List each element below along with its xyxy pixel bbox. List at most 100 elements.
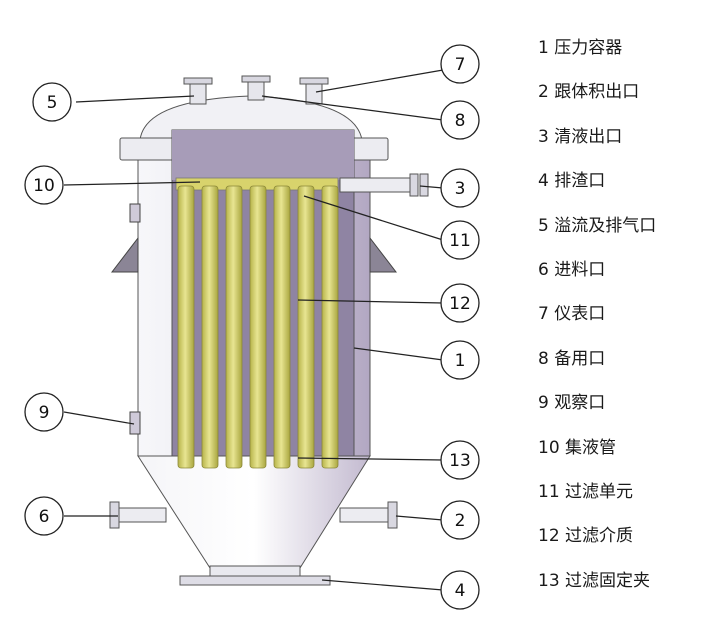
legend-item: 8 备用口 [538, 341, 698, 385]
callout-circle [440, 500, 480, 540]
callout-number: 9 [39, 403, 50, 423]
callout-circle [440, 44, 480, 84]
discharge-flange [179, 575, 331, 586]
filter-tube [273, 185, 291, 469]
legend-item: 4 排渣口 [538, 163, 698, 207]
callout-circle [440, 220, 480, 260]
legend-number: 10 [538, 437, 560, 458]
filter-tube [297, 185, 315, 469]
filter-tube [321, 185, 339, 469]
legend-text: 过滤固定夹 [565, 570, 651, 591]
legend-item: 12 过滤介质 [538, 518, 698, 562]
legend-number: 8 [538, 348, 549, 369]
callout-number: 5 [47, 93, 58, 113]
callout-5: 5 [32, 82, 72, 122]
legend-item: 1 压力容器 [538, 30, 698, 74]
legend-item: 10 集液管 [538, 430, 698, 474]
callout-9: 9 [24, 392, 64, 432]
callout-6: 6 [24, 496, 64, 536]
legend-item: 11 过滤单元 [538, 474, 698, 518]
vessel-cone [137, 455, 371, 569]
legend-text: 排渣口 [554, 171, 606, 192]
filter-elements [175, 177, 339, 469]
callout-number: 13 [449, 451, 471, 471]
callout-circle [440, 283, 480, 323]
callout-7: 7 [440, 44, 480, 84]
legend-text: 进料口 [554, 259, 606, 280]
legend-number: 4 [538, 171, 549, 192]
callout-circle [32, 82, 72, 122]
legend-number: 2 [538, 82, 549, 103]
callout-4: 4 [440, 570, 480, 610]
legend-number: 9 [538, 393, 549, 414]
legend-item: 5 溢流及排气口 [538, 208, 698, 252]
legend-text: 压力容器 [554, 38, 623, 58]
legend-text: 观察口 [554, 393, 606, 414]
top-nozzles [183, 75, 329, 105]
filter-tube [249, 185, 267, 469]
legend-item: 13 过滤固定夹 [538, 563, 698, 607]
legend-number: 11 [538, 481, 560, 502]
callout-circle [24, 392, 64, 432]
legend-text: 过滤单元 [565, 481, 634, 502]
filter-tube [225, 185, 243, 469]
legend-text: 清液出口 [554, 126, 623, 147]
legend-text: 集液管 [565, 437, 617, 458]
legend-number: 5 [538, 215, 549, 236]
callout-12: 12 [440, 283, 480, 323]
callout-1: 1 [440, 340, 480, 380]
callout-2: 2 [440, 500, 480, 540]
callout-circle [440, 340, 480, 380]
volume-outlet-pipe [339, 507, 391, 523]
callout-11: 11 [440, 220, 480, 260]
callout-number: 1 [455, 351, 466, 371]
clear-liquid-outlet-pipe [339, 177, 413, 193]
legend-number: 6 [538, 259, 549, 280]
legend-number: 12 [538, 526, 560, 547]
callout-3: 3 [440, 168, 480, 208]
callout-number: 12 [449, 294, 471, 314]
callout-8: 8 [440, 100, 480, 140]
callout-13: 13 [440, 440, 480, 480]
legend-item: 7 仪表口 [538, 296, 698, 340]
callout-circle [440, 440, 480, 480]
legend-number: 1 [538, 38, 549, 58]
legend-text: 仪表口 [554, 304, 606, 325]
callout-circle [440, 570, 480, 610]
callout-number: 7 [455, 55, 466, 75]
legend-text: 备用口 [554, 348, 606, 369]
legend-text: 跟体积出口 [554, 82, 640, 103]
legend-item: 2 跟体积出口 [538, 74, 698, 118]
legend-number: 7 [538, 304, 549, 325]
legend-number: 3 [538, 126, 549, 147]
legend-text: 过滤介质 [565, 526, 634, 547]
filter-tube [177, 185, 195, 469]
side-nozzle-upper [129, 203, 141, 223]
support-lug-left [110, 236, 139, 273]
legend-item: 3 清液出口 [538, 119, 698, 163]
callout-circle [440, 168, 480, 208]
legend-item: 6 进料口 [538, 252, 698, 296]
side-pipes [109, 173, 429, 529]
legend-number: 13 [538, 570, 560, 591]
support-lug-right [369, 236, 398, 273]
callout-circle [440, 100, 480, 140]
legend-item: 9 观察口 [538, 385, 698, 429]
leader-lines [63, 69, 444, 591]
callout-number: 10 [33, 176, 55, 196]
callout-circle [24, 496, 64, 536]
callout-number: 4 [455, 581, 466, 601]
callout-number: 11 [449, 231, 471, 251]
legend-text: 溢流及排气口 [554, 215, 657, 236]
callout-number: 6 [39, 507, 50, 527]
callout-10: 10 [24, 165, 64, 205]
callout-number: 8 [455, 111, 466, 131]
inlet-pipe [117, 507, 167, 523]
filter-tube [201, 185, 219, 469]
callout-number: 2 [455, 511, 466, 531]
callout-circle [24, 165, 64, 205]
callout-number: 3 [455, 179, 466, 199]
